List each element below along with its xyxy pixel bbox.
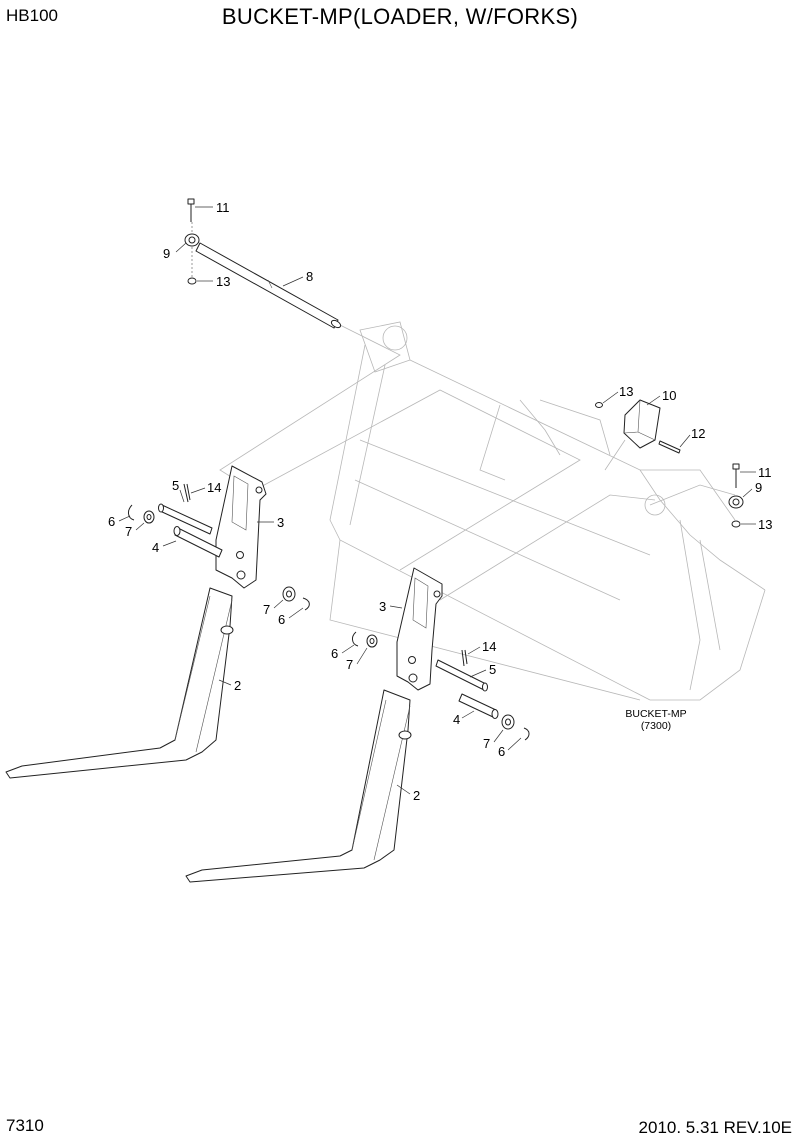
washer-9-top (184, 233, 200, 247)
callout-11: 11 (758, 465, 772, 480)
nut-13-right-upper (595, 402, 603, 408)
callout-13: 13 (758, 517, 772, 532)
reference-note: BUCKET-MP (7300) (625, 708, 686, 732)
pin-5-right (435, 659, 488, 692)
callout-10: 10 (662, 388, 676, 403)
pin-5-left (158, 503, 213, 535)
callout-7: 7 (263, 602, 270, 617)
pin-shaft (195, 242, 342, 329)
split-pin-14-right (461, 649, 468, 667)
split-pin-14-left (183, 483, 191, 503)
nut-13-right (731, 520, 741, 528)
callout-14: 14 (482, 639, 496, 654)
callout-6: 6 (278, 612, 285, 627)
callout-3: 3 (379, 599, 386, 614)
bolt-11-right (732, 463, 740, 488)
callout-7: 7 (483, 736, 490, 751)
pin-4-right (458, 693, 499, 719)
clip-6-right-a (352, 631, 359, 647)
callout-9: 9 (755, 480, 762, 495)
revision-date: 2010. 5.31 REV.10E (638, 1118, 792, 1137)
callout-12: 12 (691, 426, 705, 441)
washer-7-left-b (282, 586, 296, 602)
clip-6-left-a (128, 504, 135, 521)
callout-2: 2 (413, 788, 420, 803)
fork-2-right (185, 689, 412, 883)
bracket-3-right (396, 567, 443, 691)
callout-6: 6 (331, 646, 338, 661)
nut-13-top (187, 277, 197, 285)
reference-code: (7300) (641, 720, 671, 732)
washer-7-left-a (143, 510, 155, 524)
callout-6: 6 (108, 514, 115, 529)
callout-7: 7 (346, 657, 353, 672)
callout-13: 13 (216, 274, 230, 289)
callout-5: 5 (172, 478, 179, 493)
pin-4-left (173, 526, 223, 558)
callout-3: 3 (277, 515, 284, 530)
callout-6: 6 (498, 744, 505, 759)
callout-9: 9 (163, 246, 170, 261)
fork-2-left (5, 587, 234, 779)
model-code: HB100 (6, 6, 58, 25)
bucket-ghost-outline (219, 321, 766, 701)
leader-lines (118, 206, 756, 795)
callout-7: 7 (125, 524, 132, 539)
washer-9-right (728, 495, 744, 509)
block-10 (623, 399, 661, 449)
clip-6-right-b (523, 727, 530, 741)
callout-4: 4 (152, 540, 159, 555)
bolt-12 (658, 440, 681, 454)
page-number: 7310 (6, 1116, 44, 1135)
callout-11: 11 (216, 200, 230, 215)
callout-8: 8 (306, 269, 313, 284)
washer-7-right-a (366, 634, 378, 648)
callout-2: 2 (234, 678, 241, 693)
reference-name: BUCKET-MP (625, 708, 686, 720)
callout-13: 13 (619, 384, 633, 399)
bracket-3-left (215, 465, 267, 589)
clip-6-left-b (302, 597, 310, 611)
callout-labels: 11 9 13 8 13 10 12 11 9 13 5 14 6 7 3 4 … (108, 200, 772, 803)
callout-4: 4 (453, 712, 460, 727)
bolt-11-top (187, 198, 195, 222)
callout-5: 5 (489, 662, 496, 677)
callout-14: 14 (207, 480, 221, 495)
page-title: BUCKET-MP(LOADER, W/FORKS) (221, 4, 579, 29)
washer-7-right-b (501, 714, 515, 730)
